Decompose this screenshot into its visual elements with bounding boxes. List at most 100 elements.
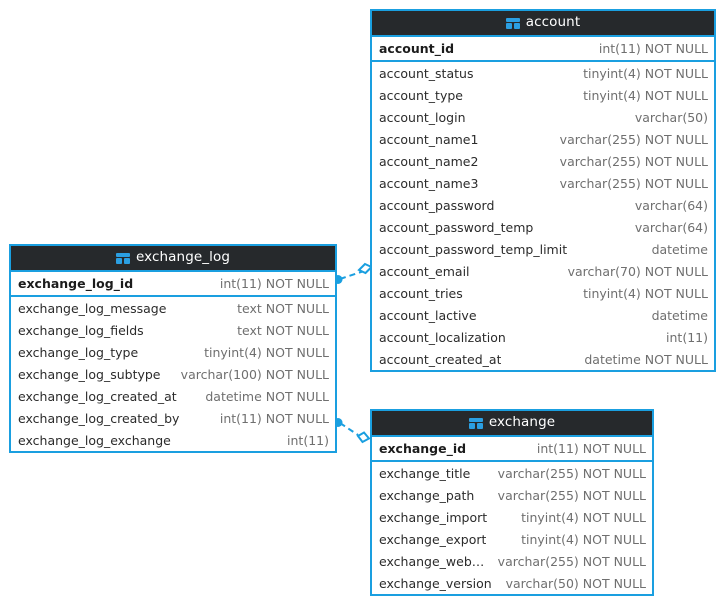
column-type: varchar(64) [634, 219, 708, 235]
table-icon [468, 417, 483, 429]
column-type: tinyint(4) NOT NULL [521, 509, 646, 525]
column-name: exchange_id [379, 441, 467, 456]
table-row[interactable]: account_created_at datetime NOT NULL [372, 348, 714, 370]
column-type: int(11) [287, 432, 329, 448]
table-row[interactable]: exchange_log_created_by int(11) NOT NULL [11, 407, 335, 429]
table-row[interactable]: account_lactive datetime [372, 304, 714, 326]
table-row[interactable]: exchange_path varchar(255) NOT NULL [372, 484, 652, 506]
column-name: exchange_log_created_by [18, 410, 180, 426]
column-list-account: account_id int(11) NOT NULL account_stat… [372, 37, 714, 370]
column-type: varchar(64) [634, 197, 708, 213]
column-type: tinyint(4) NOT NULL [204, 344, 329, 360]
relationship-line [339, 422, 359, 436]
column-name: account_id [379, 41, 455, 56]
column-type: tinyint(4) NOT NULL [583, 87, 708, 103]
table-icon [505, 17, 520, 29]
table-row[interactable]: exchange_title varchar(255) NOT NULL [372, 462, 652, 484]
column-name: account_tries [379, 285, 463, 301]
table-row[interactable]: exchange_log_subtype varchar(100) NOT NU… [11, 363, 335, 385]
entity-title: exchange [488, 414, 556, 431]
table-row[interactable]: exchange_log_message text NOT NULL [11, 297, 335, 319]
column-type: tinyint(4) NOT NULL [583, 285, 708, 301]
table-row[interactable]: account_id int(11) NOT NULL [372, 37, 714, 62]
column-name: account_lactive [379, 307, 477, 323]
column-name: exchange_website [379, 553, 490, 569]
table-row[interactable]: exchange_website varchar(255) NOT NULL [372, 550, 652, 572]
entity-table-exchange-log[interactable]: exchange_log exchange_log_id int(11) NOT… [9, 244, 337, 453]
column-type: datetime [651, 241, 708, 257]
column-type: text NOT NULL [237, 300, 329, 316]
table-row[interactable]: exchange_export tinyint(4) NOT NULL [372, 528, 652, 550]
table-row[interactable]: account_password_temp_limit datetime [372, 238, 714, 260]
column-type: tinyint(4) NOT NULL [521, 531, 646, 547]
column-type: int(11) [666, 329, 708, 345]
entity-header-exchange[interactable]: exchange [372, 411, 652, 437]
column-name: account_password [379, 197, 495, 213]
table-row[interactable]: exchange_log_type tinyint(4) NOT NULL [11, 341, 335, 363]
table-row[interactable]: account_tries tinyint(4) NOT NULL [372, 282, 714, 304]
table-row[interactable]: account_name1 varchar(255) NOT NULL [372, 128, 714, 150]
column-type: varchar(50) NOT NULL [505, 575, 646, 591]
column-type: varchar(70) NOT NULL [567, 263, 708, 279]
table-row[interactable]: account_status tinyint(4) NOT NULL [372, 62, 714, 84]
column-name: exchange_export [379, 531, 487, 547]
entity-header-exchange-log[interactable]: exchange_log [11, 246, 335, 272]
column-type: varchar(255) NOT NULL [559, 153, 708, 169]
column-name: exchange_log_fields [18, 322, 144, 338]
table-row[interactable]: account_email varchar(70) NOT NULL [372, 260, 714, 282]
table-row[interactable]: account_type tinyint(4) NOT NULL [372, 84, 714, 106]
column-type: varchar(255) NOT NULL [559, 131, 708, 147]
column-type: varchar(50) [634, 109, 708, 125]
table-row[interactable]: account_name2 varchar(255) NOT NULL [372, 150, 714, 172]
column-name: exchange_path [379, 487, 475, 503]
column-name: exchange_log_created_at [18, 388, 177, 404]
column-name: account_login [379, 109, 466, 125]
column-type: varchar(100) NOT NULL [180, 366, 329, 382]
relationship-exchange-log-exchange [333, 418, 371, 444]
column-name: exchange_import [379, 509, 488, 525]
column-type: varchar(255) NOT NULL [497, 487, 646, 503]
table-row[interactable]: exchange_log_fields text NOT NULL [11, 319, 335, 341]
column-type: varchar(255) NOT NULL [559, 175, 708, 191]
table-row[interactable]: account_login varchar(50) [372, 106, 714, 128]
table-row[interactable]: exchange_log_created_at datetime NOT NUL… [11, 385, 335, 407]
column-list-exchange: exchange_id int(11) NOT NULL exchange_ti… [372, 437, 652, 594]
table-row[interactable]: account_password_temp varchar(64) [372, 216, 714, 238]
relationship-exchange-log-account [333, 262, 374, 284]
relationship-line [339, 270, 365, 280]
entity-table-exchange[interactable]: exchange exchange_id int(11) NOT NULL ex… [370, 409, 654, 596]
column-type: int(11) NOT NULL [536, 441, 646, 456]
table-row[interactable]: exchange_log_id int(11) NOT NULL [11, 272, 335, 297]
column-name: exchange_log_id [18, 276, 134, 291]
column-name: account_name1 [379, 131, 479, 147]
table-row[interactable]: exchange_version varchar(50) NOT NULL [372, 572, 652, 594]
table-row[interactable]: exchange_log_exchange int(11) [11, 429, 335, 451]
column-name: account_localization [379, 329, 506, 345]
column-name: account_status [379, 65, 474, 81]
entity-header-account[interactable]: account [372, 11, 714, 37]
column-type: varchar(255) NOT NULL [497, 465, 646, 481]
table-row[interactable]: exchange_id int(11) NOT NULL [372, 437, 652, 462]
entity-table-account[interactable]: account account_id int(11) NOT NULL acco… [370, 9, 716, 372]
column-name: exchange_version [379, 575, 492, 591]
table-row[interactable]: account_localization int(11) [372, 326, 714, 348]
column-name: exchange_log_exchange [18, 432, 171, 448]
column-name: account_name2 [379, 153, 479, 169]
column-name: exchange_log_subtype [18, 366, 161, 382]
column-name: account_email [379, 263, 470, 279]
column-type: text NOT NULL [237, 322, 329, 338]
column-name: exchange_title [379, 465, 471, 481]
column-type: tinyint(4) NOT NULL [583, 65, 708, 81]
column-name: account_password_temp [379, 219, 534, 235]
column-type: datetime NOT NULL [205, 388, 329, 404]
entity-title: exchange_log [135, 249, 231, 266]
column-name: account_created_at [379, 351, 502, 367]
column-type: int(11) NOT NULL [219, 410, 329, 426]
entity-title: account [525, 14, 581, 31]
table-row[interactable]: exchange_import tinyint(4) NOT NULL [372, 506, 652, 528]
column-name: account_type [379, 87, 463, 103]
table-row[interactable]: account_password varchar(64) [372, 194, 714, 216]
column-type: int(11) NOT NULL [219, 276, 329, 291]
table-row[interactable]: account_name3 varchar(255) NOT NULL [372, 172, 714, 194]
relationship-target-diamond [356, 431, 371, 444]
